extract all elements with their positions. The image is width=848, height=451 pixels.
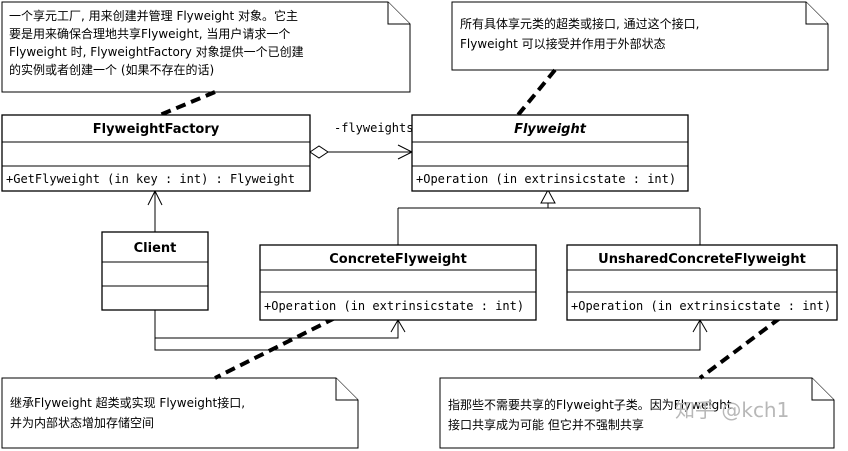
concrete-note-anchor bbox=[214, 316, 336, 380]
factory-method: +GetFlyweight (in key : int) : Flyweight bbox=[6, 172, 295, 186]
association-label: -flyweights bbox=[334, 121, 413, 135]
flyweight-note-anchor bbox=[516, 68, 557, 117]
unshared-note-line-2: 接口共享成为可能 但它并不强制共享 bbox=[448, 417, 644, 432]
factory-note-line-1: 一个享元工厂, 用来创建并管理 Flyweight 对象。它主 bbox=[9, 8, 298, 23]
class-concrete-flyweight[interactable]: ConcreteFlyweight +Operation (in extrins… bbox=[259, 244, 537, 321]
client-class-name: Client bbox=[134, 241, 177, 256]
factory-note-line-2: 要是用来确保合理地共享Flyweight, 当用户请求一个 bbox=[9, 26, 290, 41]
unshared-note-anchor bbox=[698, 316, 782, 380]
unshared-note: 指那些不需要共享的Flyweight子类。因为Flyweight 接口共享成为可… bbox=[439, 377, 835, 449]
unshared-method: +Operation (in extrinsicstate : int) bbox=[571, 299, 831, 313]
client-factory-dependency bbox=[147, 189, 163, 232]
flyweight-note: 所有具体享元类的超类或接口, 通过这个接口, Flyweight 可以接受并作用… bbox=[451, 1, 829, 71]
concrete-method: +Operation (in extrinsicstate : int) bbox=[264, 299, 524, 313]
concrete-note: 继承Flyweight 超类或实现 Flyweight接口, 并为内部状态增加存… bbox=[1, 377, 359, 449]
flyweight-note-line-2: Flyweight 可以接受并作用于外部状态 bbox=[460, 36, 666, 51]
factory-note-anchor bbox=[159, 90, 216, 117]
factory-note-line-4: 的实例或者创建一个 (如果不存在的话) bbox=[9, 62, 214, 77]
generalization bbox=[397, 188, 701, 245]
concrete-note-line-2: 并为内部状态增加存储空间 bbox=[10, 415, 154, 430]
class-flyweight-factory[interactable]: FlyweightFactory +GetFlyweight (in key :… bbox=[1, 114, 311, 192]
aggregation-association: -flyweights bbox=[309, 121, 413, 160]
watermark: 知乎 @kch1 bbox=[675, 398, 789, 422]
concrete-class-name: ConcreteFlyweight bbox=[329, 252, 467, 267]
factory-class-name: FlyweightFactory bbox=[93, 122, 220, 137]
class-unshared-concrete-flyweight[interactable]: UnsharedConcreteFlyweight +Operation (in… bbox=[566, 244, 838, 321]
unshared-note-line-1: 指那些不需要共享的Flyweight子类。因为Flyweight bbox=[448, 397, 732, 412]
aggregation-diamond bbox=[309, 145, 329, 159]
class-flyweight[interactable]: Flyweight +Operation (in extrinsicstate … bbox=[411, 114, 689, 192]
class-client[interactable]: Client bbox=[101, 231, 209, 311]
flyweight-class-name: Flyweight bbox=[514, 122, 587, 137]
flyweight-method: +Operation (in extrinsicstate : int) bbox=[416, 172, 676, 186]
concrete-note-line-1: 继承Flyweight 超类或实现 Flyweight接口, bbox=[10, 395, 245, 410]
factory-note-line-3: Flyweight 时, FlyweightFactory 对象提供一个已创建 bbox=[9, 44, 304, 59]
flyweight-note-line-1: 所有具体享元类的超类或接口, 通过这个接口, bbox=[460, 16, 699, 31]
unshared-class-name: UnsharedConcreteFlyweight bbox=[598, 252, 806, 267]
generalization-triangle bbox=[540, 188, 556, 204]
factory-note: 一个享元工厂, 用来创建并管理 Flyweight 对象。它主 要是用来确保合理… bbox=[1, 1, 411, 93]
